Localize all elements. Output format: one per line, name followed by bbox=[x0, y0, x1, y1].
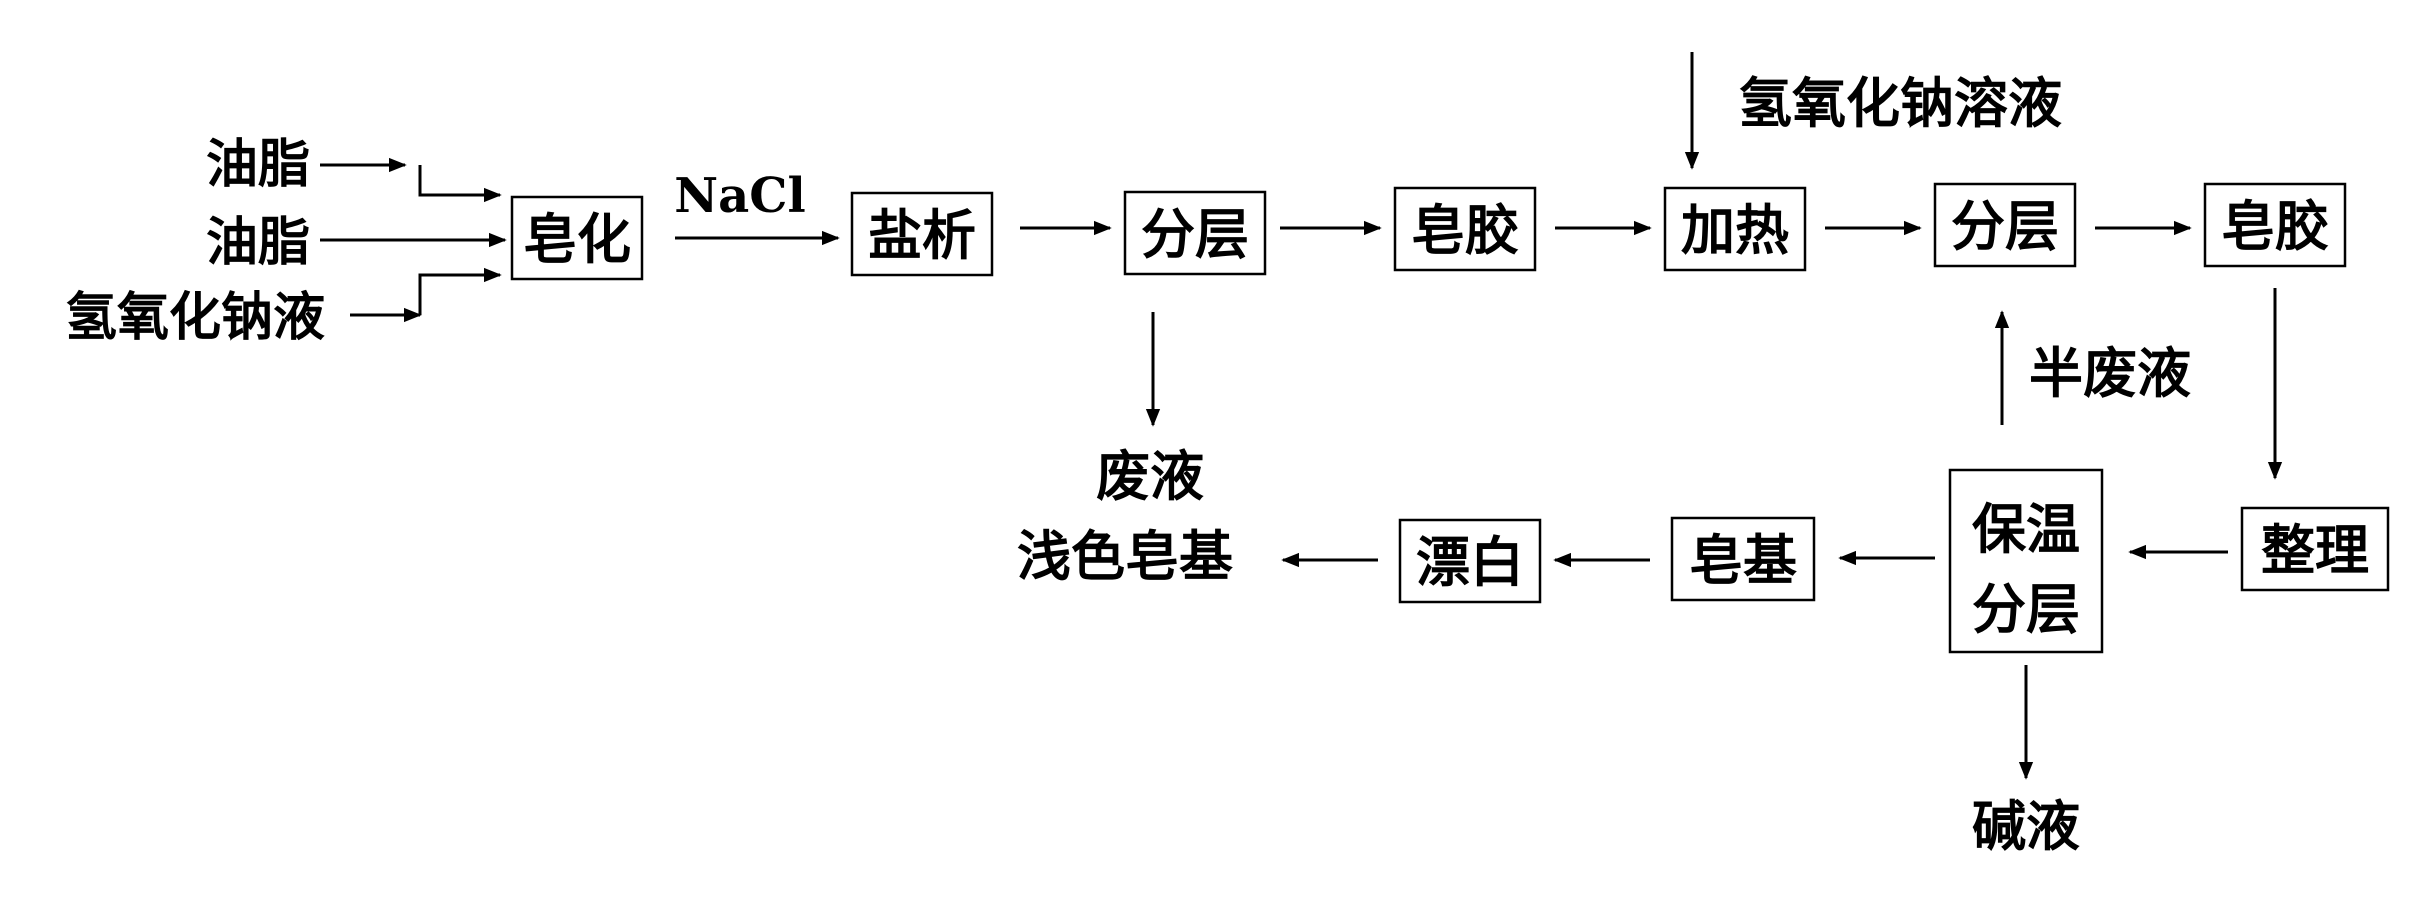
step-heating-box bbox=[1663, 186, 1807, 272]
step-insulation-layering-line1: 保温 bbox=[1972, 497, 2080, 561]
output-alkali-liquid: 碱液 bbox=[1972, 794, 2080, 858]
reagent-naoh-solution: 氢氧化钠溶液 bbox=[1738, 71, 2062, 135]
output-waste-liquid: 废液 bbox=[1096, 444, 1204, 508]
step-arranging-box bbox=[2240, 506, 2390, 592]
step-bleaching: 漂白 bbox=[1416, 530, 1524, 594]
step-layering-1: 分层 bbox=[1141, 202, 1249, 266]
step-bleaching-box bbox=[1398, 518, 1542, 604]
input-naoh-liquid: 氢氧化钠液 bbox=[65, 287, 325, 348]
step-arranging: 整理 bbox=[2261, 518, 2369, 582]
step-soap-glue-2-box bbox=[2203, 182, 2347, 268]
step-soap-base: 皂基 bbox=[1689, 528, 1797, 592]
output-light-soap-base: 浅色皂基 bbox=[1017, 524, 1233, 588]
output-semi-waste-liquid: 半废液 bbox=[2029, 341, 2191, 405]
step-layering-2: 分层 bbox=[1951, 194, 2059, 258]
step-layering-1-box bbox=[1123, 190, 1267, 276]
reagent-nacl: NaCl bbox=[674, 168, 805, 224]
step-soap-base-box bbox=[1670, 516, 1816, 602]
step-soap-glue-2: 皂胶 bbox=[2221, 194, 2329, 258]
step-salting-out: 盐析 bbox=[868, 203, 976, 267]
step-insulation-layering-box bbox=[1948, 468, 2104, 654]
step-soap-glue-1-box bbox=[1393, 186, 1537, 272]
step-saponification-box bbox=[510, 195, 644, 281]
step-heating: 加热 bbox=[1681, 198, 1789, 262]
step-saponification: 皂化 bbox=[523, 207, 631, 271]
input-arrows bbox=[320, 157, 507, 323]
input-oil-1: 油脂 bbox=[206, 134, 310, 195]
step-salting-out-box bbox=[850, 191, 994, 277]
step-insulation-layering-line2: 分层 bbox=[1972, 577, 2080, 641]
step-layering-2-box bbox=[1933, 182, 2077, 268]
step-soap-glue-1: 皂胶 bbox=[1411, 198, 1519, 262]
input-oil-2: 油脂 bbox=[206, 212, 310, 273]
